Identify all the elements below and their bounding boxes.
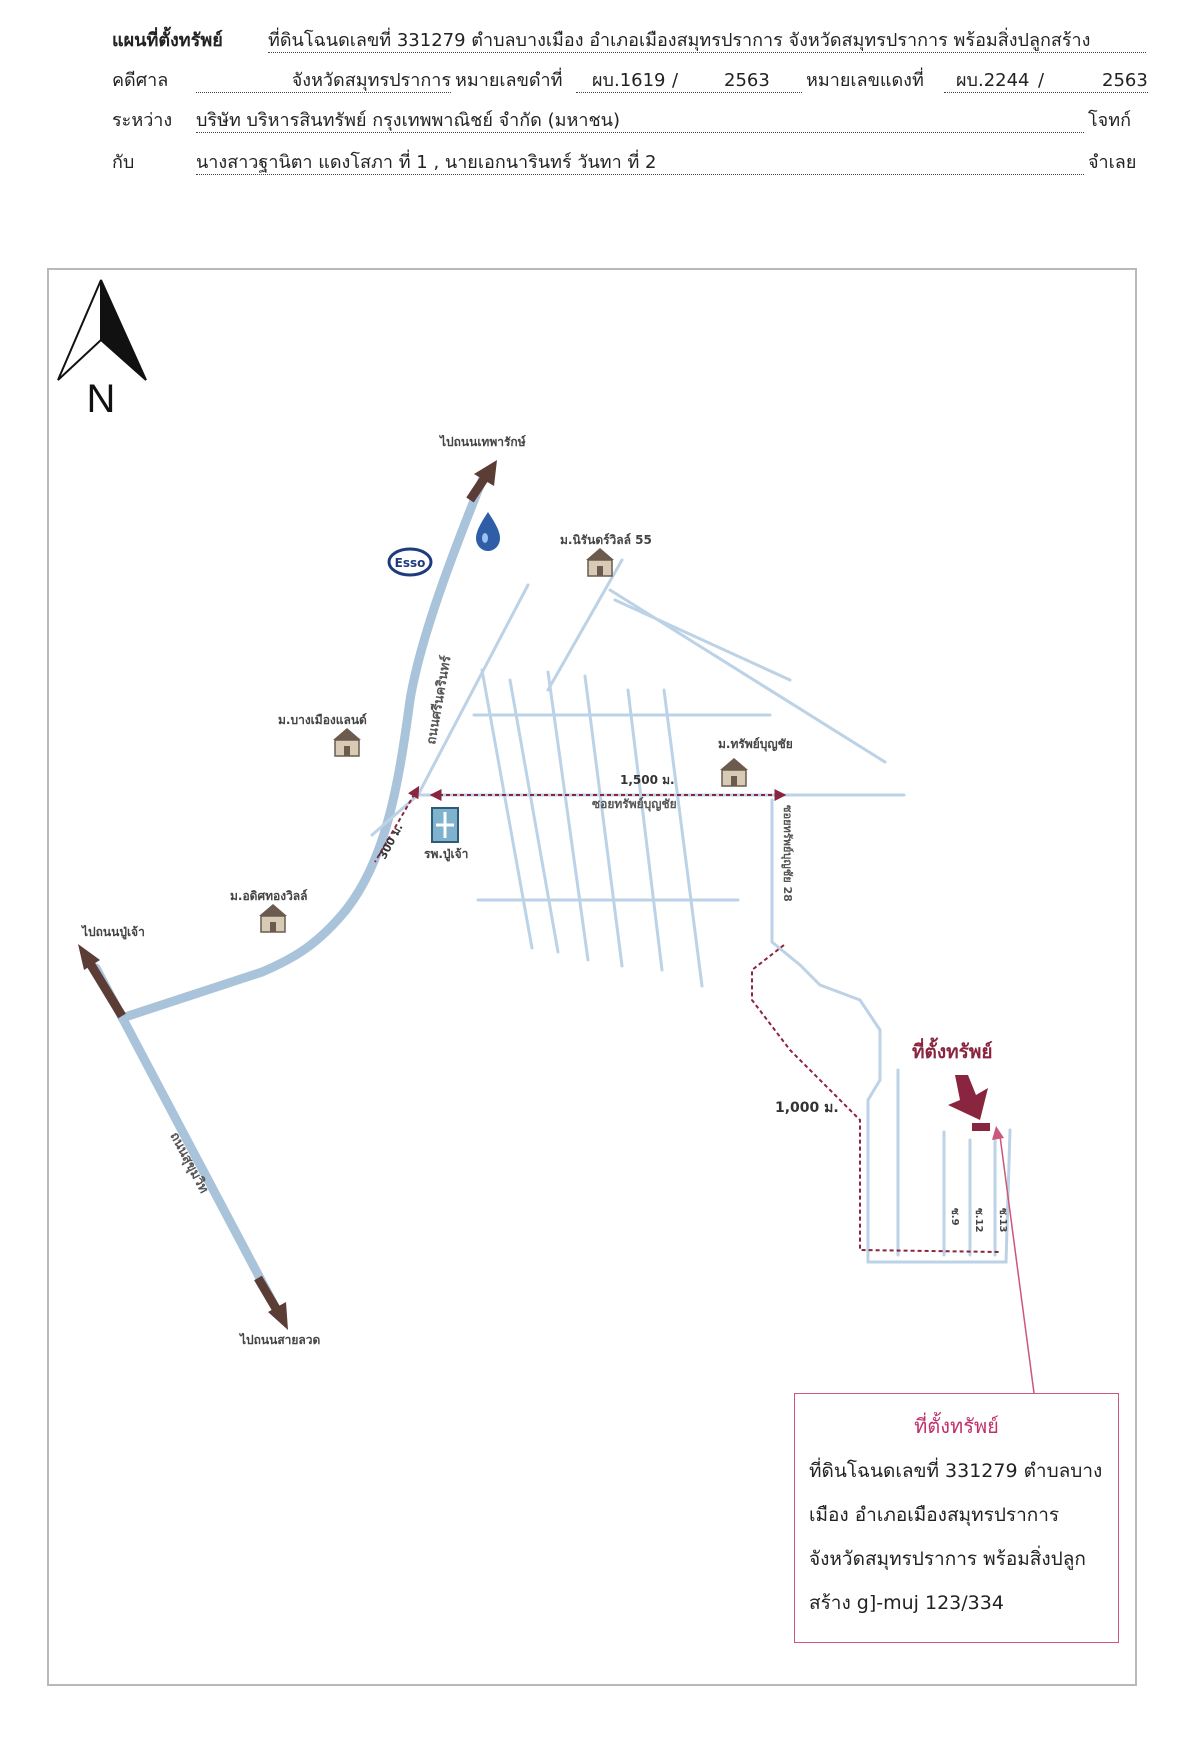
village-icon-bang-mueang-land [333,728,361,757]
direction-arrows [78,460,497,1330]
header-label-plaintiff: โจทก์ [1088,110,1131,131]
property-parcel-marker [972,1123,990,1131]
route-path [374,785,1001,1253]
label-sap-bunchai: ม.ทรัพย์บุญชัย [718,737,793,752]
label-property: ที่ตั้งทรัพย์ [912,1037,993,1063]
header-label-property-map: แผนที่ตั้งทรัพย์ [112,30,223,51]
label-niran-ville: ม.นิรันดร์วิลล์ 55 [560,533,652,547]
header-value-red-number: ผบ.2244 / 2563 [944,70,1148,93]
label-soi-a: ซ.9 [949,1208,960,1226]
label-soi-c: ซ.13 [997,1208,1008,1233]
label-distance-1000: 1,000 ม. [775,1100,839,1116]
soi-grid [416,558,1012,1264]
header-label-black-number: หมายเลขดำที่ [455,70,563,91]
header-value-property: ที่ดินโฉนดเลขที่ 331279 ตำบลบางเมือง อำเ… [268,30,1146,53]
header-value-black-number: ผบ.1619 / 2563 [576,70,802,93]
header-value-defendants: นางสาวฐานิตา แดงโสภา ที่ 1 , นายเอกนาริน… [196,152,1084,175]
property-pointer-icon [948,1075,988,1120]
header-label-court: คดีศาล [112,70,169,91]
arrow-to-saiylod-icon [254,1275,288,1330]
label-to-phuchao: ไปถนนปู่เจ้า [80,924,145,940]
header-value-court: จังหวัดสมุทรปราการ [196,70,451,93]
caption-line: จังหวัดสมุทรปราการ พร้อมสิ่งปลูก [809,1548,1086,1570]
caption-title: ที่ตั้งทรัพย์ [914,1414,999,1438]
label-hospital: รพ.ปู่เจ้า [424,847,468,862]
arrow-to-thepharak-icon [466,460,497,503]
label-to-saiylod: ไปถนนสายลวด [238,1332,321,1347]
map-frame [47,268,1137,1686]
header-label-with: กับ [112,152,135,173]
hospital-icon [431,807,459,843]
esso-logo: Esso [387,547,433,577]
village-icon-sap-bunchai [720,758,748,787]
label-soi-sap-bunchai: ซอยทรัพย์บุญชัย [592,797,677,812]
north-arrow-icon: N [57,279,147,421]
label-distance-1500: 1,500 ม. [620,773,675,787]
property-caption-box: ที่ตั้งทรัพย์ ที่ดินโฉนดเลขที่ 331279 ตำ… [794,1393,1119,1643]
header-label-red-number: หมายเลขแดงที่ [806,70,924,91]
label-soi-b: ซ.12 [973,1208,984,1233]
caption-line: สร้าง g]-muj 123/334 [809,1592,1004,1614]
village-icon-niran-ville [586,548,614,577]
svg-text:Esso: Esso [395,556,426,570]
fuel-drop-icon [476,512,500,551]
document-header: แผนที่ตั้งทรัพย์ ที่ดินโฉนดเลขที่ 331279… [0,0,1190,190]
north-label: N [87,377,116,421]
label-to-thepharak: ไปถนนเทพารักษ์ [438,434,526,449]
arrow-to-phuchao-icon [78,944,126,1019]
caption-leader-line [999,1135,1035,1394]
sukhumvit-road [91,963,285,1321]
label-adisorn-ville: ม.อดิศทองวิลล์ [230,889,308,903]
header-label-between: ระหว่าง [112,110,173,131]
header-value-plaintiff: บริษัท บริหารสินทรัพย์ กรุงเทพพาณิชย์ จำ… [196,110,1084,133]
village-icon-adisorn-ville [259,904,287,933]
header-label-defendant: จำเลย [1088,152,1137,173]
caption-line: ที่ดินโฉนดเลขที่ 331279 ตำบลบาง [809,1460,1103,1482]
caption-line: เมือง อำเภอเมืองสมุทรปราการ [809,1504,1060,1526]
label-bang-mueang-land: ม.บางเมืองแลนด์ [278,713,367,727]
sri-nakharin-road [117,473,488,1023]
label-soi-sap-bunchai-28: ซอยทรัพย์บุญชัย 28 [780,805,794,902]
